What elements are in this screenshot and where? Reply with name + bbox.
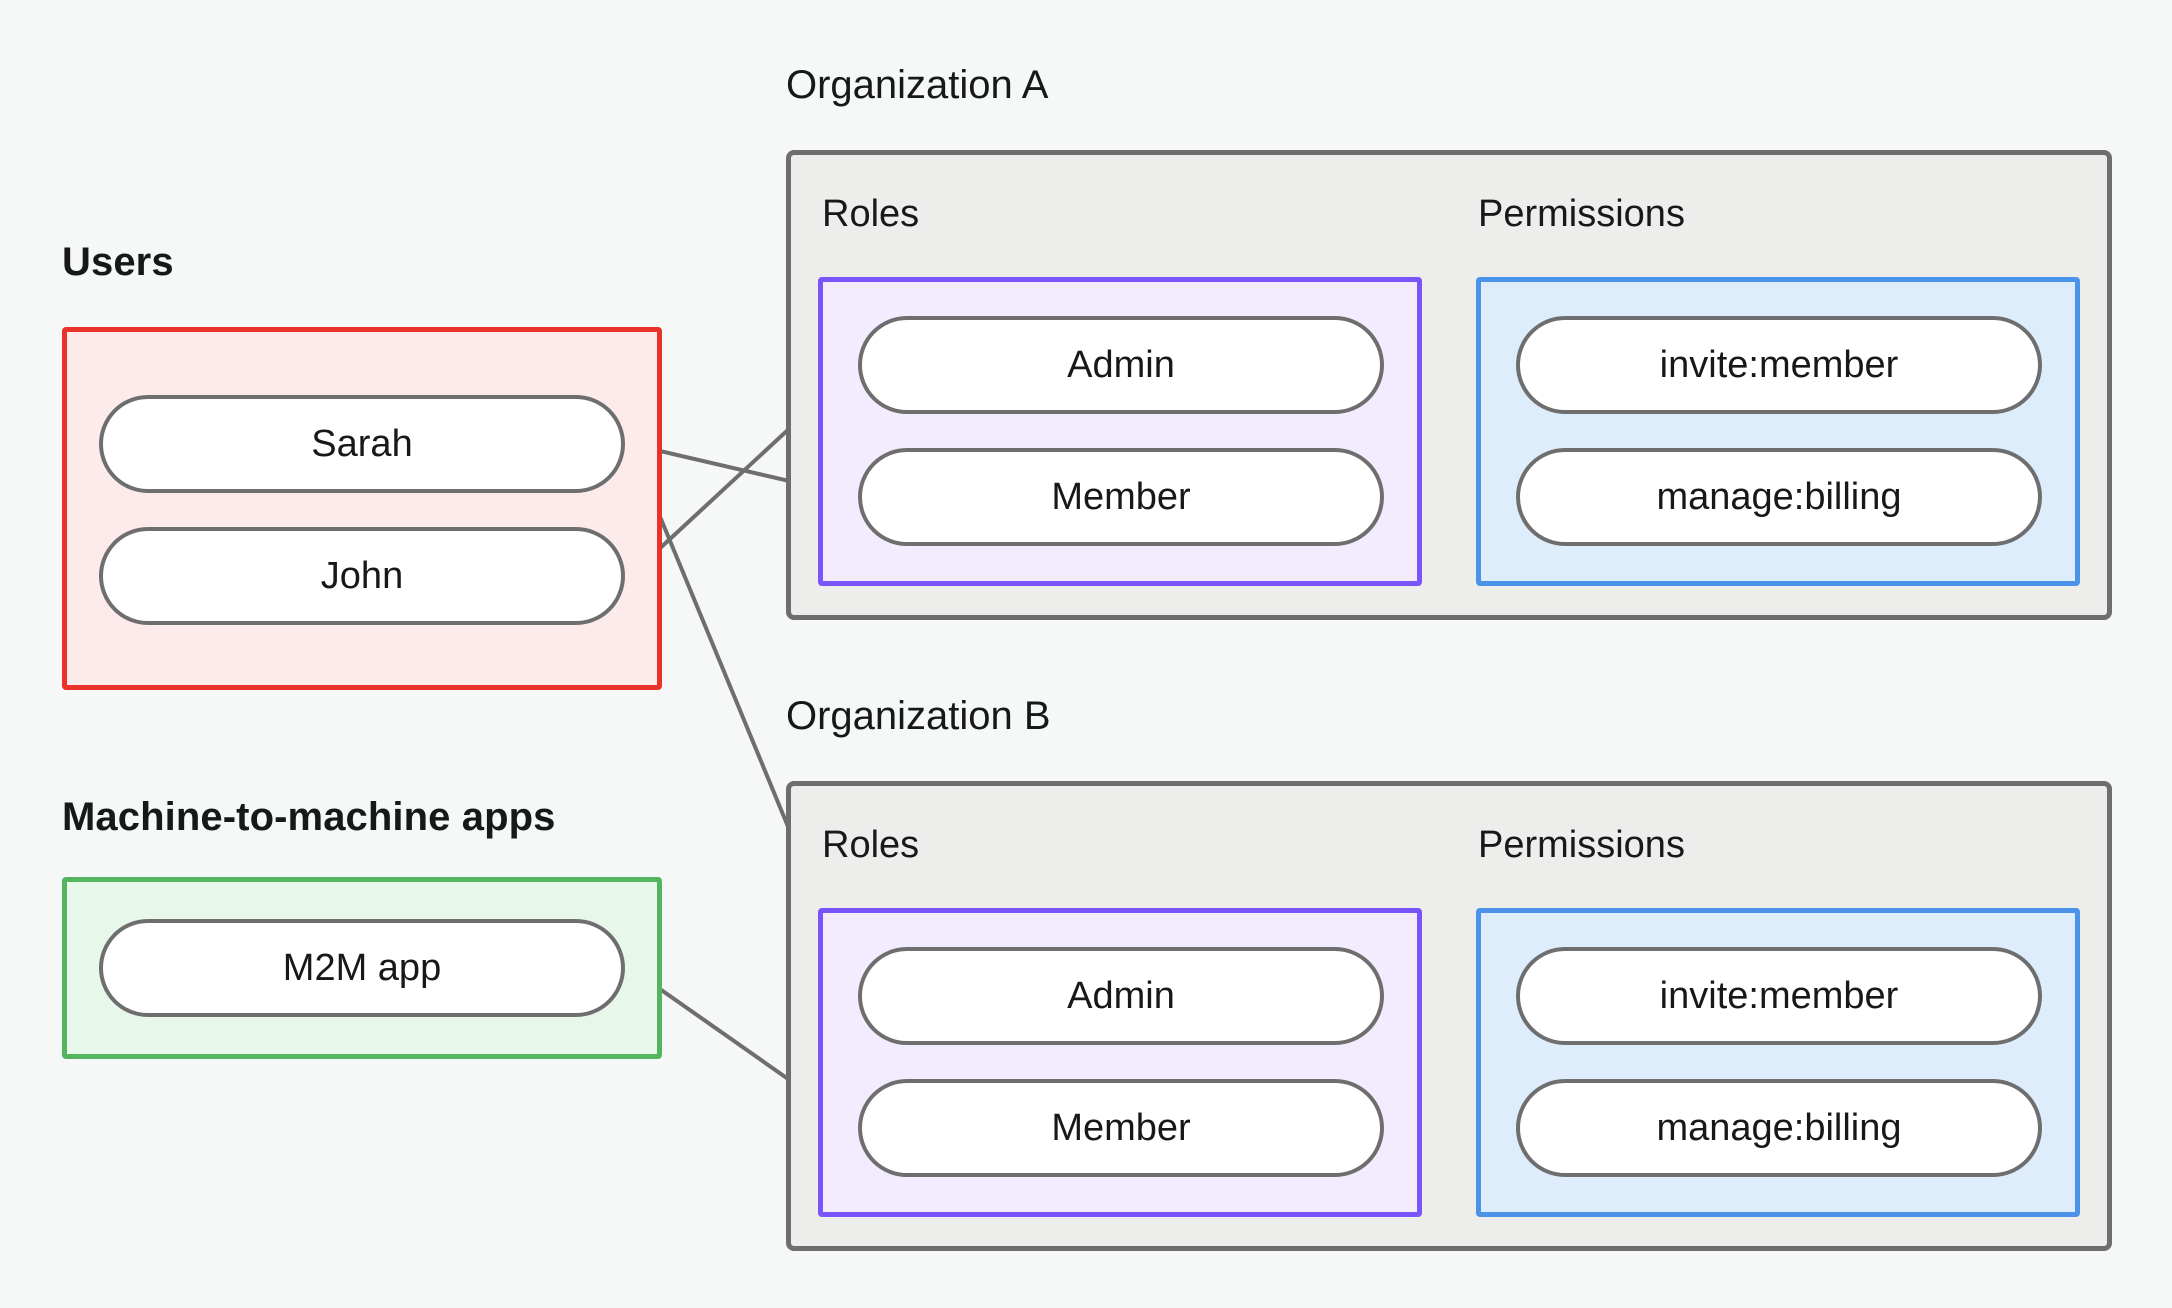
org-b-role-node-admin[interactable]: Admin <box>858 947 1384 1045</box>
org-b-role-node-admin-label: Admin <box>1067 974 1175 1017</box>
org-a-permission-node-invite-member-label: invite:member <box>1659 343 1899 386</box>
m2m-group-title: Machine-to-machine apps <box>62 795 556 839</box>
org-b-permissions-title: Permissions <box>1478 824 1685 866</box>
org-a-permissions-title: Permissions <box>1478 193 1685 235</box>
org-a-role-node-member-label: Member <box>1051 475 1191 518</box>
org-a-role-node-admin-label: Admin <box>1067 343 1175 386</box>
org-b-role-node-member[interactable]: Member <box>858 1079 1384 1177</box>
org-a-role-node-member[interactable]: Member <box>858 448 1384 546</box>
org-b-role-node-member-label: Member <box>1051 1106 1191 1149</box>
user-node-sarah[interactable]: Sarah <box>99 395 625 493</box>
org-b-title: Organization B <box>786 694 1051 738</box>
user-node-john[interactable]: John <box>99 527 625 625</box>
org-b-permission-node-invite-member[interactable]: invite:member <box>1516 947 2042 1045</box>
org-b-permission-node-manage-billing-label: manage:billing <box>1656 1106 1902 1149</box>
users-group-box <box>62 327 662 690</box>
m2m-node-app-label: M2M app <box>282 946 442 989</box>
org-a-title: Organization A <box>786 63 1049 107</box>
org-b-permission-node-manage-billing[interactable]: manage:billing <box>1516 1079 2042 1177</box>
org-a-roles-title: Roles <box>822 193 920 235</box>
org-a-permission-node-manage-billing[interactable]: manage:billing <box>1516 448 2042 546</box>
user-node-john-label: John <box>320 554 404 597</box>
org-a-role-node-admin[interactable]: Admin <box>858 316 1384 414</box>
org-a-permission-node-invite-member[interactable]: invite:member <box>1516 316 2042 414</box>
user-node-sarah-label: Sarah <box>311 422 413 465</box>
m2m-node-app[interactable]: M2M app <box>99 919 625 1017</box>
users-group-title: Users <box>62 240 174 284</box>
org-b-roles-title: Roles <box>822 824 920 866</box>
org-a-permission-node-manage-billing-label: manage:billing <box>1656 475 1902 518</box>
org-b-permission-node-invite-member-label: invite:member <box>1659 974 1899 1017</box>
